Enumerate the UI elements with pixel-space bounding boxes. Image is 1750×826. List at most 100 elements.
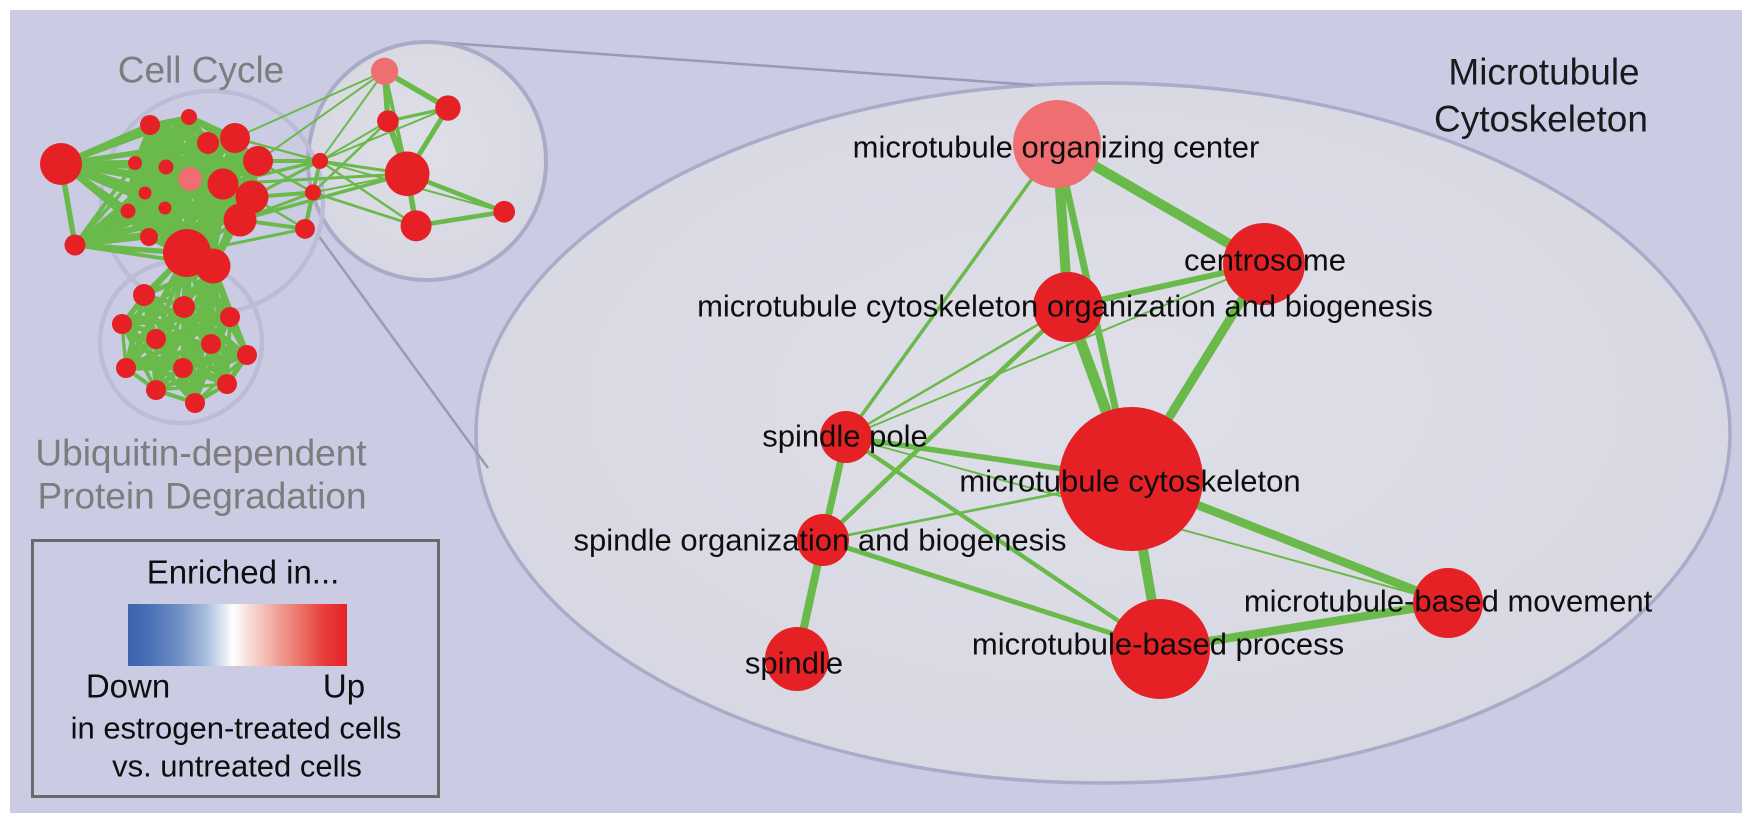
cluster-node bbox=[178, 167, 202, 191]
cluster-node bbox=[195, 248, 231, 284]
zoom-node-org bbox=[1033, 272, 1103, 342]
cluster-node bbox=[243, 146, 273, 176]
mini-node-movement bbox=[493, 200, 516, 223]
cluster-node bbox=[133, 284, 155, 306]
zoom-node-label-cyto: microtubule cytoskeleton bbox=[959, 463, 1301, 499]
cluster-node bbox=[112, 314, 132, 334]
zoom-edge-moc-pole bbox=[844, 142, 1059, 439]
cluster-node bbox=[158, 201, 172, 215]
zoom-node-label-org: microtubule cytoskeleton organization an… bbox=[697, 288, 1433, 324]
mini-node-spindle bbox=[295, 218, 315, 239]
bridge-edge bbox=[222, 159, 321, 186]
cluster-edge bbox=[73, 161, 137, 247]
mini-edge bbox=[319, 70, 386, 162]
cluster-node bbox=[64, 234, 86, 256]
overview-nodes bbox=[40, 57, 516, 413]
cluster-node bbox=[197, 132, 219, 154]
figure-title-line1: Microtubule bbox=[1448, 51, 1640, 93]
zoom-nodes bbox=[765, 100, 1483, 699]
cluster-node bbox=[207, 168, 239, 200]
cluster-node bbox=[217, 374, 237, 394]
cluster-node bbox=[146, 380, 166, 400]
cluster-node bbox=[140, 228, 158, 246]
legend-up-label: Up bbox=[322, 667, 366, 705]
legend-down-label: Down bbox=[85, 667, 171, 705]
mini-node-centrosome bbox=[435, 95, 461, 121]
cluster-node bbox=[185, 393, 205, 413]
zoom-connector-line-1 bbox=[433, 40, 1034, 87]
cluster-node bbox=[237, 345, 257, 365]
cluster-edge bbox=[73, 205, 167, 248]
cluster-node bbox=[158, 159, 174, 175]
legend-subtitle-line2: vs. untreated cells bbox=[112, 748, 362, 784]
mini-node-sorg bbox=[304, 184, 322, 201]
cluster-label-cell-cycle-line1: Cell Cycle bbox=[117, 49, 285, 91]
cluster-node bbox=[116, 358, 136, 378]
zoom-node-cyto bbox=[1059, 407, 1203, 551]
cluster-edge bbox=[73, 191, 147, 247]
mini-edge bbox=[319, 107, 449, 162]
fan-edge bbox=[121, 264, 214, 326]
zoom-edge-org-pole bbox=[845, 305, 1069, 439]
zoom-node-label-movement: microtubule-based movement bbox=[1243, 583, 1653, 619]
cluster-node bbox=[120, 203, 136, 219]
cluster-edge bbox=[165, 158, 259, 170]
zoom-edge-org-sorg bbox=[821, 305, 1070, 542]
legend-title: Enriched in... bbox=[146, 553, 340, 591]
cluster-node bbox=[173, 358, 193, 378]
cluster-node bbox=[181, 109, 197, 125]
fan-edge bbox=[192, 265, 216, 404]
mini-node-process bbox=[400, 210, 432, 242]
zoom-node-movement bbox=[1413, 568, 1483, 638]
zoom-node-spindle bbox=[765, 627, 829, 691]
mini-edge bbox=[312, 191, 417, 228]
fan-edge bbox=[153, 264, 216, 392]
mini-node-moc bbox=[370, 57, 399, 85]
legend-subtitle-line1: in estrogen-treated cells bbox=[70, 710, 402, 746]
mini-edge bbox=[319, 159, 417, 227]
cluster-node bbox=[146, 329, 166, 349]
zoom-node-label-pole: spindle pole bbox=[762, 418, 928, 454]
cluster-edge bbox=[125, 341, 212, 371]
mini-node-pole bbox=[311, 152, 329, 170]
microtubule-mini-bubble bbox=[306, 40, 548, 282]
zoom-edge-sorg-process bbox=[822, 537, 1161, 652]
zoom-node-label-process: microtubule-based process bbox=[971, 626, 1345, 662]
zoom-node-label-sorg: spindle organization and biogenesis bbox=[573, 522, 1067, 558]
zoom-node-label-moc: microtubule organizing center bbox=[852, 129, 1260, 165]
cluster-label-ubiquitin-line2: Protein Degradation bbox=[37, 475, 367, 517]
zoom-node-centrosome bbox=[1223, 223, 1305, 305]
fan-edge bbox=[124, 264, 215, 370]
figure-title-line2: Cytoskeleton bbox=[1434, 98, 1648, 140]
zoom-edge-centrosome-pole bbox=[845, 263, 1265, 438]
zoom-edge-pole-process bbox=[844, 435, 1162, 651]
mini-node-cyto bbox=[384, 151, 430, 197]
zoom-node-sorg bbox=[797, 514, 849, 566]
cluster-node bbox=[173, 296, 195, 318]
cluster-node bbox=[138, 186, 152, 200]
fan-edge bbox=[210, 265, 230, 385]
cluster-node bbox=[220, 307, 240, 327]
zoom-node-label-spindle: spindle bbox=[744, 645, 844, 681]
zoom-node-moc bbox=[1013, 100, 1101, 188]
cluster-node bbox=[128, 156, 142, 170]
cluster-node bbox=[140, 115, 160, 135]
cluster-node bbox=[201, 334, 221, 354]
mini-node-org bbox=[377, 110, 399, 133]
zoom-connector-line-2 bbox=[316, 234, 490, 469]
bridge-edge bbox=[257, 70, 386, 162]
zoom-node-pole bbox=[820, 411, 872, 463]
cluster-edge bbox=[60, 114, 190, 167]
cluster-node bbox=[40, 143, 82, 185]
cluster-node bbox=[223, 203, 257, 237]
cluster-label-ubiquitin-line1: Ubiquitin-dependent bbox=[35, 432, 367, 474]
zoom-node-label-centrosome: centrosome bbox=[1184, 242, 1346, 278]
mini-edge bbox=[312, 120, 389, 194]
legend-box: Enriched in... Down Up in estrogen-treat… bbox=[31, 539, 440, 798]
cluster-node bbox=[220, 123, 250, 153]
bridge-edge bbox=[234, 70, 385, 139]
legend-gradient-bar bbox=[128, 604, 347, 666]
zoom-node-process bbox=[1110, 599, 1210, 699]
